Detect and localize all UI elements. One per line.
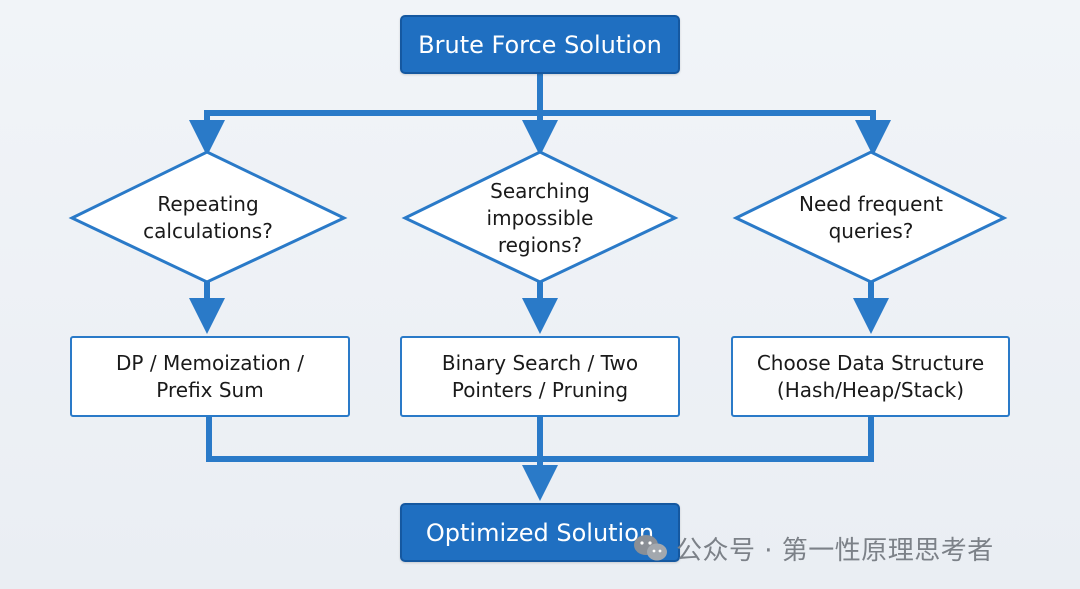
technique-label-1: DP / Memoization / Prefix Sum (116, 350, 304, 402)
technique-box-1: DP / Memoization / Prefix Sum (70, 336, 350, 417)
decision-label-1: Repeating calculations? (143, 192, 273, 243)
technique-box-2: Binary Search / Two Pointers / Pruning (400, 336, 680, 417)
watermark: 公众号 · 第一性原理思考者 (632, 526, 1062, 570)
end-node: Optimized Solution (400, 503, 680, 562)
technique-label-3: Choose Data Structure (Hash/Heap/Stack) (756, 350, 985, 402)
technique-box-3: Choose Data Structure (Hash/Heap/Stack) (731, 336, 1010, 417)
decision-label-2: Searching impossible regions? (486, 178, 594, 257)
watermark-text: 公众号 · 第一性原理思考者 (676, 535, 994, 566)
wechat-icon (634, 535, 667, 561)
start-node-label: Brute Force Solution (418, 30, 662, 59)
start-node: Brute Force Solution (400, 15, 680, 74)
decision-label-3: Need frequent queries? (799, 192, 943, 243)
end-node-label: Optimized Solution (425, 518, 655, 547)
technique-label-2: Binary Search / Two Pointers / Pruning (441, 350, 639, 402)
